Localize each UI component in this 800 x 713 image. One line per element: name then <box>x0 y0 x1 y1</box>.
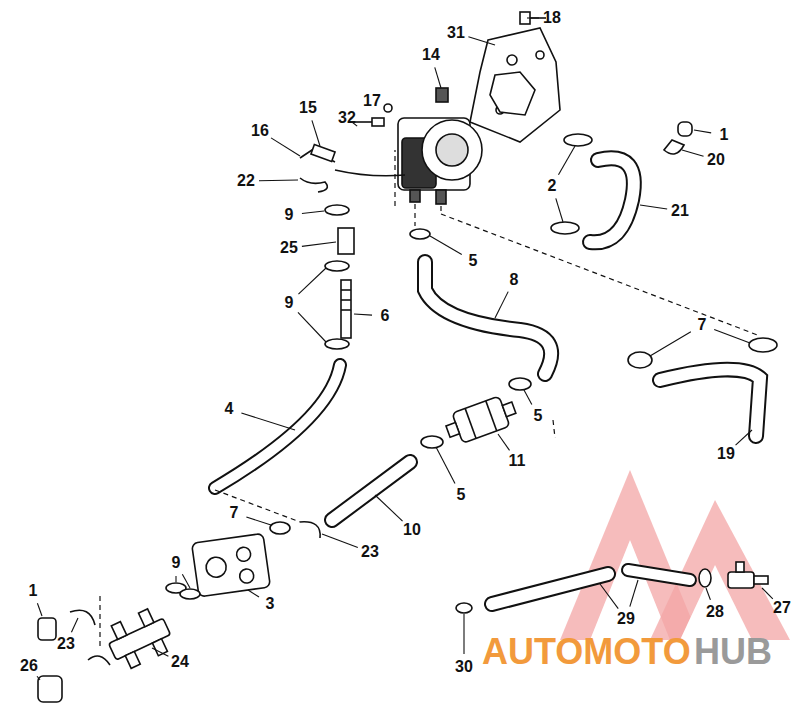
callout-number: 18 <box>543 10 561 26</box>
callout-number: 9 <box>285 207 294 223</box>
leader-line <box>37 676 40 680</box>
leader-line <box>298 268 326 294</box>
callout-number: 32 <box>338 110 356 126</box>
callout-number: 28 <box>706 604 724 620</box>
leader-line <box>248 590 259 597</box>
leader-line <box>558 146 575 175</box>
callout-number: 6 <box>381 308 390 324</box>
leader-line <box>436 447 455 483</box>
leader-line <box>271 138 300 156</box>
leader-line <box>682 150 704 156</box>
watermark-text: AUTOMOTO <box>482 634 691 670</box>
callout-number: 3 <box>266 596 275 612</box>
callout-number: 8 <box>510 272 519 288</box>
callout-number: 2 <box>548 178 557 194</box>
callout-number: 5 <box>457 487 466 503</box>
callout-number: 9 <box>285 295 294 311</box>
leader-line <box>495 292 508 318</box>
leader-line <box>175 576 176 582</box>
leader-line <box>241 413 295 430</box>
callout-number: 1 <box>720 127 729 143</box>
leader-line <box>630 580 638 607</box>
leader-line <box>600 584 618 609</box>
leader-line <box>650 332 691 356</box>
hoses <box>215 158 760 604</box>
assembly-lines <box>100 150 760 650</box>
leader-line <box>714 330 750 343</box>
callout-number: 20 <box>707 152 725 168</box>
leader-line <box>706 588 710 600</box>
callout-number: 25 <box>280 240 298 256</box>
callout-number: 26 <box>20 658 38 674</box>
callout-number: 5 <box>469 253 478 269</box>
callout-number: 5 <box>534 408 543 424</box>
callout-number: 24 <box>171 654 189 670</box>
callout-number: 14 <box>422 47 440 63</box>
leader-line <box>152 648 168 656</box>
callout-number: 31 <box>447 25 465 41</box>
leader-line <box>182 574 190 588</box>
callout-number: 10 <box>403 522 421 538</box>
leader-line <box>37 603 42 616</box>
leader-line <box>463 614 464 654</box>
leader-line <box>298 312 326 342</box>
leader-line <box>354 314 372 315</box>
watermark-triangles <box>560 470 790 640</box>
leader-line <box>71 618 78 632</box>
leader-line <box>259 179 298 181</box>
callout-number: 23 <box>361 544 379 560</box>
watermark-text: HUB <box>694 634 772 670</box>
leader-line <box>312 120 320 146</box>
leader-line <box>435 67 441 88</box>
callout-number: 22 <box>237 173 255 189</box>
callout-number: 16 <box>251 123 269 139</box>
leader-line <box>302 242 336 246</box>
callout-number: 4 <box>225 401 234 417</box>
callout-number: 7 <box>230 505 239 521</box>
callout-number: 19 <box>717 446 735 462</box>
callout-number: 29 <box>617 611 635 627</box>
callout-number: 27 <box>773 600 791 616</box>
leader-line <box>302 211 324 214</box>
callout-number: 23 <box>57 636 75 652</box>
leader-line <box>556 198 563 222</box>
leader-line <box>468 37 495 45</box>
leader-line <box>524 390 532 405</box>
callout-number: 9 <box>172 555 181 571</box>
leader-line <box>736 430 752 445</box>
leader-line <box>246 517 271 525</box>
callout-number: 1 <box>29 583 38 599</box>
callout-number: 11 <box>509 453 526 469</box>
leader-line <box>762 588 773 599</box>
leader-line <box>430 236 462 254</box>
leader-line <box>375 495 403 521</box>
leader-line <box>527 17 539 18</box>
callout-number: 15 <box>299 100 317 116</box>
callout-number: 7 <box>698 317 707 333</box>
leader-line <box>694 130 711 133</box>
callout-number: 21 <box>671 203 689 219</box>
leader-line <box>640 205 667 209</box>
callout-number: 30 <box>455 659 473 675</box>
leader-line <box>322 534 358 547</box>
fittings-and-clamps <box>38 122 777 702</box>
pump-and-plate <box>300 12 560 204</box>
callout-number: 17 <box>363 93 381 109</box>
leader-line <box>498 434 510 450</box>
